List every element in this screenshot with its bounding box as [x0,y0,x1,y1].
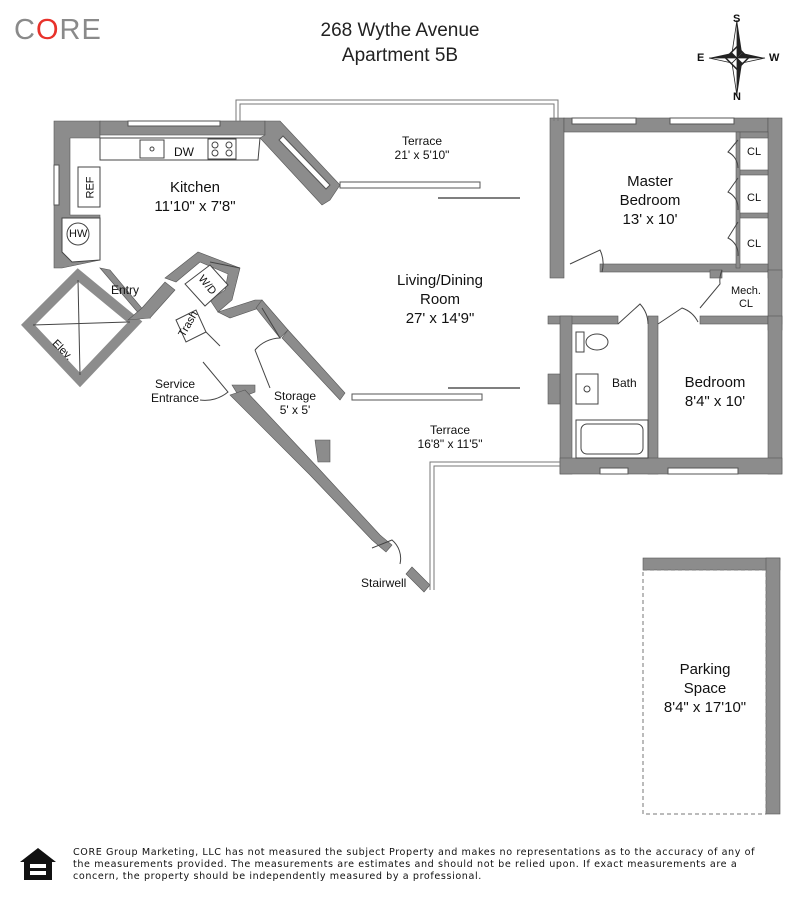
wall-bath-left [559,315,573,475]
door-service [199,361,229,401]
compass-rose [708,19,766,97]
elevator-x2 [32,321,131,326]
wall-mech [709,269,723,279]
window-bedroom-bottom [667,467,739,475]
wall-bedroom-right [767,315,783,475]
wall-stair-diag [229,389,393,553]
wall-master-bottom [599,263,769,273]
wall-parking-top [642,557,781,571]
door-master [569,249,604,273]
compass-south-label: S [733,13,741,25]
window-master-2 [669,117,735,125]
burner-2 [225,141,233,149]
burner-3 [211,149,219,157]
compass-west-label: W [769,52,780,64]
hw-label: HW [69,228,88,240]
stove [207,138,237,160]
closet-label-1: CL [747,146,762,158]
window-kitchen-top [127,120,221,127]
window-master-1 [571,117,637,125]
wall-entry-lower [127,281,176,321]
parking-dashed [642,569,767,815]
wall-closet-div1 [737,169,769,176]
bath-label: Bath [612,376,637,390]
burner-1 [211,141,219,149]
door-cl2 [727,177,739,211]
window-ref-side [53,164,60,206]
refrigerator [77,166,101,208]
wall-parking-right [765,557,781,815]
door-trash [205,331,221,347]
door-storage [254,307,281,351]
wall-storage-right [281,329,346,401]
door-stair [371,539,402,565]
wall-closets [737,131,769,139]
toilet-tank [575,331,585,353]
mech-closet-label: Mech.CL [731,285,761,310]
door-bath [617,303,649,325]
compass-east-label: E [697,52,705,64]
elevator-x1 [77,279,81,376]
window-living-top [339,181,481,189]
core-logo: CORE [14,14,102,46]
door-wd [209,261,241,269]
window-bath-bottom [599,467,629,475]
door-cl1 [727,139,739,169]
terrace-top-rail-inner [239,103,555,121]
wall-storage-mid [255,299,289,339]
dw-label: DW [174,145,194,159]
wall-kitchen-diag [259,120,341,206]
equal-housing-icon [20,848,56,880]
terrace-top-rail [235,99,559,121]
window-kitchen-diag [278,135,331,190]
ref-label: REF [84,176,97,199]
bathtub-inner [580,423,644,455]
wall-bath-right [647,315,659,475]
toilet-bowl [585,333,609,351]
wall-stair-block [314,439,331,463]
entry-label: Entry [111,283,140,297]
wall-elevator [21,268,143,388]
door-cl3 [727,221,739,257]
unit-title: Apartment 5B [341,45,459,66]
closet-label-2: CL [747,192,762,204]
hw-heater [66,222,90,246]
burner-4 [225,149,233,157]
wall-living-bottom-right [547,373,561,405]
window-living-bottom [351,393,483,401]
terrace-bottom-rail-inner [433,465,560,590]
wall-closet-div2 [737,212,769,219]
sink-drain [149,146,155,152]
wd-unit [184,264,229,307]
wall-stair-end [405,566,431,593]
wall-master-right [767,117,783,279]
wall-bath-top [547,315,619,325]
compass-north-label: N [733,91,741,103]
address-title: 268 Wythe Avenue [320,20,480,41]
bath-sink-drain [583,385,591,393]
door-bedroom [657,307,699,325]
disclaimer-text: CORE Group Marketing, LLC has not measur… [73,847,756,882]
stairwell-label: Stairwell [361,576,407,590]
terrace-bottom-rail [429,461,560,590]
door-mech [699,269,723,309]
closet-label-3: CL [747,238,762,250]
wall-living-right [549,117,565,279]
door-storage-2 [254,349,271,389]
